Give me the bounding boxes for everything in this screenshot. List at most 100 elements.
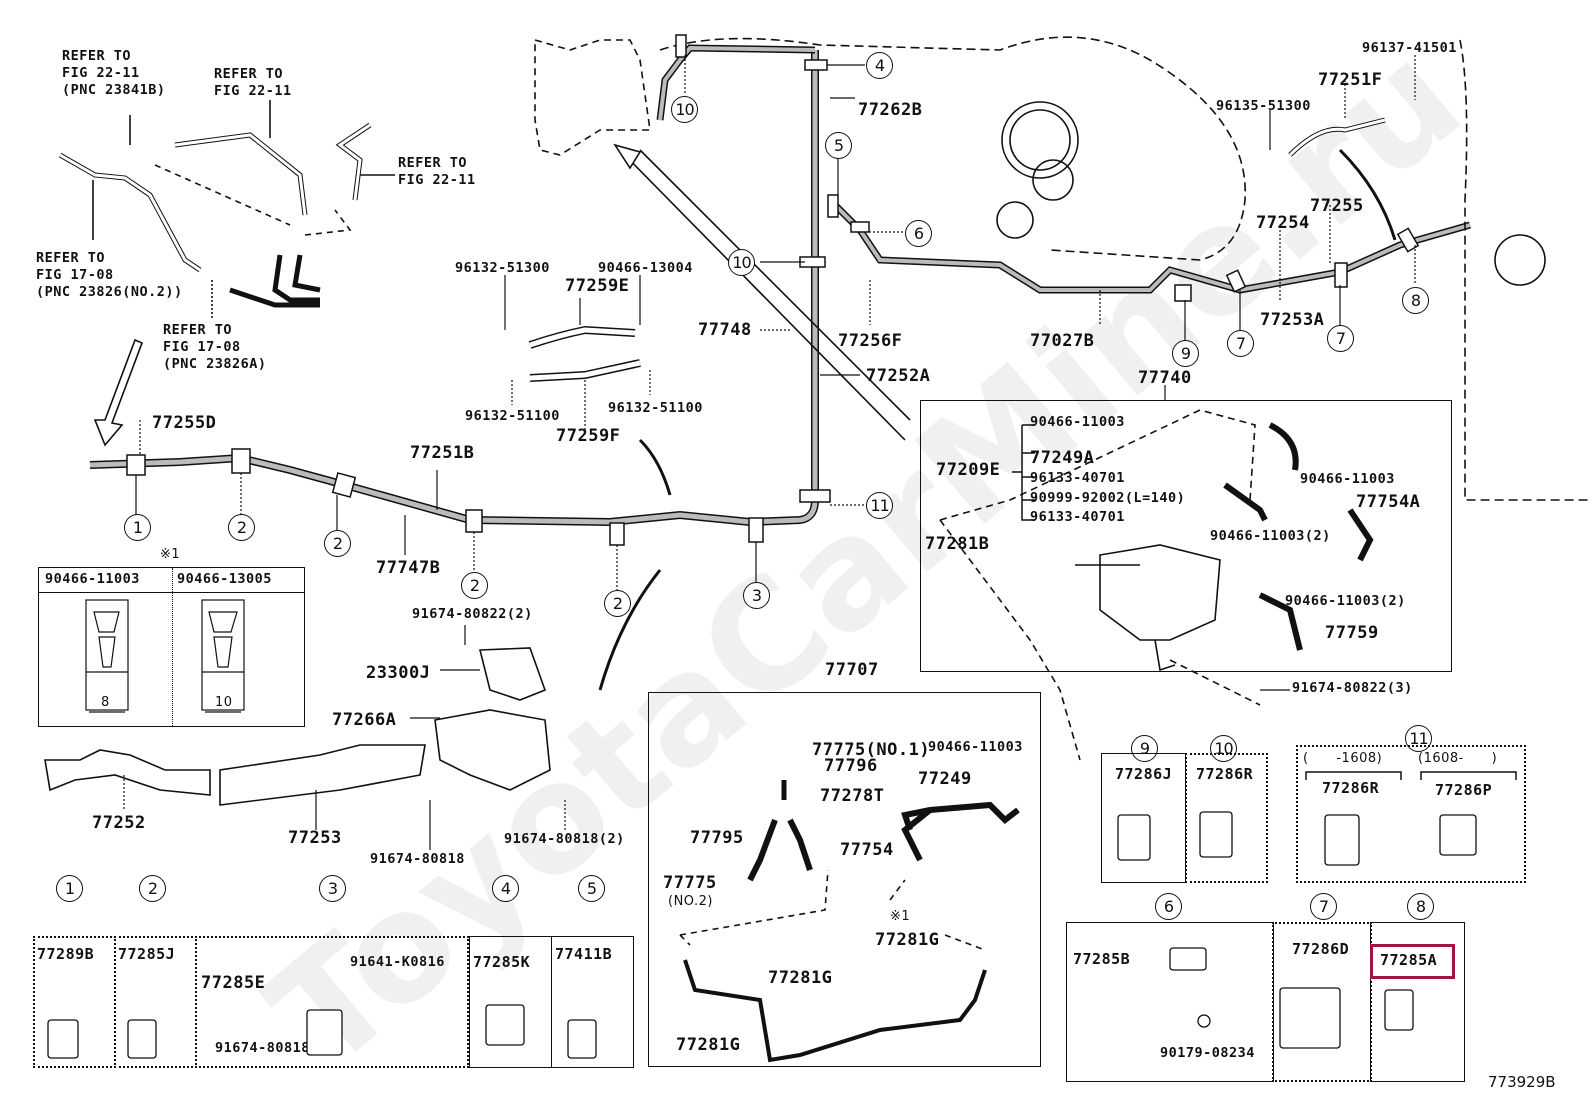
callout-6[interactable]: 6 (1155, 893, 1182, 920)
part-label[interactable]: 77285J (118, 945, 176, 963)
part-label[interactable]: 91674-80818 (370, 851, 465, 867)
part-label[interactable]: 77249 (918, 769, 972, 789)
callout-7[interactable]: 7 (1227, 330, 1254, 357)
callout-9[interactable]: 9 (1131, 735, 1158, 762)
callout-2[interactable]: 2 (461, 572, 488, 599)
part-label[interactable]: 77259F (556, 426, 621, 446)
part-label[interactable]: 77286R (1196, 765, 1254, 783)
part-label[interactable]: 96132-51100 (465, 408, 560, 424)
part-label[interactable]: 77027B (1030, 331, 1095, 351)
part-label[interactable]: 90466-11003(2) (1285, 593, 1406, 609)
part-label[interactable]: 77266A (332, 710, 397, 730)
part-label[interactable]: 77278T (820, 786, 885, 806)
part-label[interactable]: 77253A (1260, 310, 1325, 330)
callout-11[interactable]: 11 (1405, 725, 1432, 752)
part-label[interactable]: 96133-40701 (1030, 470, 1125, 486)
part-label[interactable]: 91674-80818(2) (504, 831, 625, 847)
highlighted-part-frame (1370, 944, 1455, 979)
part-label[interactable]: 96135-51300 (1216, 98, 1311, 114)
part-label[interactable]: 77289B (37, 945, 95, 963)
part-label[interactable]: 77286R (1322, 779, 1380, 797)
callout-1[interactable]: 1 (124, 514, 151, 541)
part-label[interactable]: 90179-08234 (1160, 1045, 1255, 1061)
part-label[interactable]: 91674-80822(3) (1292, 680, 1413, 696)
part-label[interactable]: 90466-11003 (1030, 414, 1125, 430)
callout-3[interactable]: 3 (319, 875, 346, 902)
part-label[interactable]: 90466-13004 (598, 260, 693, 276)
part-label[interactable]: 77775 (663, 873, 717, 893)
part-label[interactable]: 77775(NO.1) (812, 740, 931, 760)
callout-7[interactable]: 7 (1327, 325, 1354, 352)
callout-8[interactable]: 8 (1402, 287, 1429, 314)
part-label[interactable]: 77286D (1292, 940, 1350, 958)
part-label[interactable]: 77251B (410, 443, 475, 463)
callout-2[interactable]: 2 (324, 530, 351, 557)
part-label[interactable]: 77286P (1435, 781, 1493, 799)
part-label[interactable]: 77254 (1256, 213, 1310, 233)
callout-2[interactable]: 2 (139, 875, 166, 902)
callout-2[interactable]: 2 (228, 514, 255, 541)
part-label[interactable]: 77281B (925, 534, 990, 554)
part-label[interactable]: 77285K (473, 953, 531, 971)
part-label[interactable]: 96133-40701 (1030, 509, 1125, 525)
part-label[interactable]: 90999-92002(L=140) (1030, 490, 1186, 506)
part-label[interactable]: 91641-K0816 (350, 954, 445, 970)
callout-10[interactable]: 10 (728, 249, 755, 276)
part-label[interactable]: 91674-80818 (215, 1040, 310, 1056)
callout-5[interactable]: 5 (578, 875, 605, 902)
part-label[interactable]: 77251F (1318, 70, 1383, 90)
part-label[interactable]: 77249A (1030, 448, 1095, 468)
callout-9[interactable]: 9 (1172, 340, 1199, 367)
callout-4[interactable]: 4 (492, 875, 519, 902)
part-label[interactable]: 96132-51300 (455, 260, 550, 276)
callout-5[interactable]: 5 (825, 132, 852, 159)
part-label[interactable]: 77252 (92, 813, 146, 833)
note-marker: ※1 (890, 909, 911, 924)
part-label[interactable]: 77252A (866, 366, 931, 386)
part-label[interactable]: 77740 (1138, 368, 1192, 388)
callout-4[interactable]: 4 (866, 52, 893, 79)
callout-3[interactable]: 3 (743, 582, 770, 609)
part-label[interactable]: 91674-80822(2) (412, 606, 533, 622)
part-label[interactable]: 77754A (1356, 492, 1421, 512)
callout-7[interactable]: 7 (1310, 893, 1337, 920)
part-label[interactable]: 77256F (838, 331, 903, 351)
part-label[interactable]: 77253 (288, 828, 342, 848)
part-label[interactable]: 77748 (698, 320, 752, 340)
part-label[interactable]: 77754 (840, 840, 894, 860)
part-label[interactable]: 23300J (366, 663, 431, 683)
part-label[interactable]: 77281G (768, 968, 833, 988)
part-label[interactable]: 77286J (1115, 765, 1173, 783)
part-label[interactable]: 77259E (565, 276, 630, 296)
callout-6[interactable]: 6 (905, 220, 932, 247)
callout-2[interactable]: 2 (604, 590, 631, 617)
part-label[interactable]: 77411B (555, 945, 613, 963)
part-label[interactable]: 96132-51100 (608, 400, 703, 416)
clip-panel-5 (551, 936, 634, 1068)
part-label[interactable]: 77255 (1310, 196, 1364, 216)
part-label[interactable]: 77795 (690, 828, 744, 848)
part-label[interactable]: 77796 (824, 756, 878, 776)
part-label[interactable]: 77255D (152, 413, 217, 433)
part-label[interactable]: 90466-11003 (1300, 471, 1395, 487)
part-label[interactable]: 77747B (376, 558, 441, 578)
highlighted-part-label[interactable]: 77285A (1380, 951, 1438, 969)
part-label[interactable]: 90466-11003 (928, 739, 1023, 755)
callout-8[interactable]: 8 (1407, 893, 1434, 920)
part-label[interactable]: 77281G (676, 1035, 741, 1055)
callout-1[interactable]: 1 (56, 875, 83, 902)
part-label[interactable]: 77209E (936, 460, 1001, 480)
callout-11[interactable]: 11 (866, 492, 893, 519)
part-label[interactable]: 77285B (1073, 950, 1131, 968)
part-label[interactable]: 77759 (1325, 623, 1379, 643)
part-label[interactable]: 77707 (825, 660, 879, 680)
part-label[interactable]: 90466-11003(2) (1210, 528, 1331, 544)
part-label[interactable]: 96137-41501 (1362, 40, 1457, 56)
part-label[interactable]: 77262B (858, 100, 923, 120)
clip-panel-10 (1185, 753, 1268, 883)
part-label[interactable]: 77285E (201, 973, 266, 993)
callout-10[interactable]: 10 (671, 96, 698, 123)
part-label[interactable]: 77281G (875, 930, 940, 950)
